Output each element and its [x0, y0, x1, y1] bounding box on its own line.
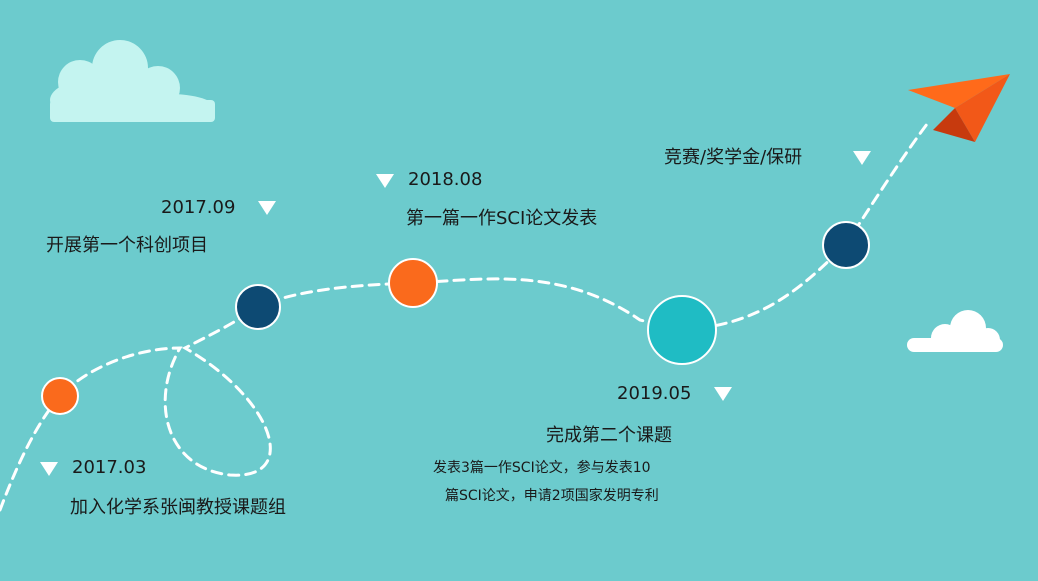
milestone-title-final: 竞赛/奖学金/保研: [664, 147, 803, 168]
milestone-title-2017-03: 加入化学系张闽教授课题组: [70, 497, 286, 518]
milestone-detail-line1-2019-05: 发表3篇一作SCI论文，参与发表10: [433, 460, 651, 476]
milestone-date-2019-05: 2019.05: [617, 383, 692, 404]
cloud-right: [907, 310, 1003, 352]
milestone-detail-line2-2019-05: 篇SCI论文，申请2项国家发明专利: [445, 488, 659, 504]
marker-2017-09-icon: [258, 201, 276, 215]
milestone-date-2017-03: 2017.03: [72, 457, 147, 478]
timeline-dashed-path: [0, 118, 932, 512]
node-2018-08: [388, 258, 438, 308]
node-2017-03: [41, 377, 79, 415]
node-final: [822, 221, 870, 269]
milestone-title-2017-09: 开展第一个科创项目: [46, 235, 208, 256]
marker-2017-03-icon: [40, 462, 58, 476]
marker-2019-05-icon: [714, 387, 732, 401]
milestone-title-2018-08: 第一篇一作SCI论文发表: [406, 208, 598, 229]
milestone-date-2018-08: 2018.08: [408, 169, 483, 190]
paper-plane-icon: [908, 74, 1010, 142]
node-2019-05: [647, 295, 717, 365]
marker-2018-08-icon: [376, 174, 394, 188]
node-2017-09: [235, 284, 281, 330]
cloud-top-left: [50, 40, 215, 122]
marker-final-icon: [853, 151, 871, 165]
milestone-title-2019-05: 完成第二个课题: [546, 425, 672, 446]
milestone-date-2017-09: 2017.09: [161, 197, 236, 218]
